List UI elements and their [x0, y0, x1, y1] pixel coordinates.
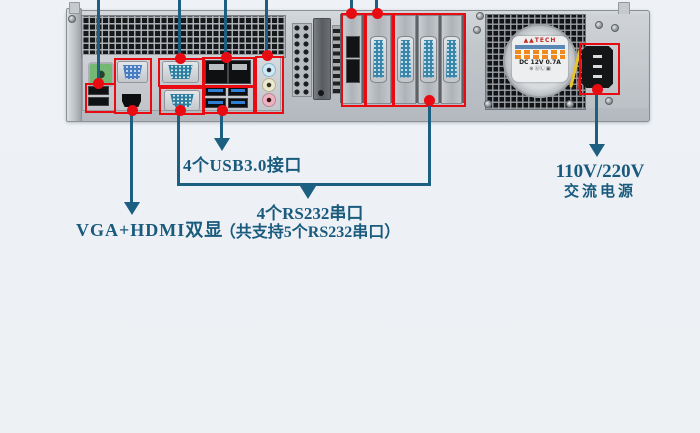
arrow-down-icon — [214, 138, 230, 151]
psu-brand-mark: ▲▲TECH — [523, 37, 557, 44]
callout-dot — [262, 50, 273, 61]
label-stripe — [515, 45, 565, 49]
label-stripe — [515, 55, 565, 59]
lan-port-1 — [205, 60, 228, 84]
db9-connector-icon — [170, 94, 194, 107]
arrow-down-icon — [300, 186, 316, 199]
label-rs232-line2: （共支持5个RS232串口） — [219, 224, 401, 241]
serial-port-bottom — [164, 90, 200, 111]
mic-jack-icon — [262, 93, 276, 107]
annotation-line-power — [595, 90, 598, 146]
callout-box-usb3 — [202, 85, 255, 114]
annotation-line-audio — [265, 0, 268, 56]
usb3-port-icon — [205, 98, 226, 108]
serial-card-db9 — [420, 36, 437, 83]
callout-dot — [217, 105, 228, 116]
callout-dot — [93, 78, 104, 89]
annotation-line-ps2-usb — [97, 0, 100, 84]
displayport-icon — [346, 59, 360, 83]
label-power-line2: 交流电源 — [563, 184, 636, 200]
annotation-line-dp — [350, 0, 353, 14]
arrow-down-icon — [124, 202, 140, 215]
annotation-line-lan — [224, 0, 227, 57]
psu-rating-text: DC 12V 0.7A — [519, 59, 561, 66]
label-usb3: 4个USB3.0接口 — [183, 156, 302, 175]
screw-icon — [68, 15, 76, 23]
vent-grille — [81, 15, 286, 58]
annotation-line-serial-card — [375, 0, 378, 13]
callout-box-serial-cards-group — [393, 13, 466, 107]
line-in-jack-icon — [262, 63, 276, 77]
screw-icon — [611, 24, 619, 32]
serial-card-db9 — [443, 36, 460, 83]
serial-card-db9 — [397, 36, 414, 83]
label-rs232-line1: 4个RS232串口 — [256, 204, 364, 223]
psu-fan-label: ▲▲TECH DC 12V 0.7A ⊕ ⓊⓁ ▣ — [512, 36, 568, 82]
callout-dot — [592, 84, 603, 95]
callout-box-dp-slot — [341, 13, 366, 107]
ac-pin-icon — [593, 55, 602, 58]
callout-dot — [372, 8, 383, 19]
ac-power-inlet — [582, 46, 613, 88]
callout-dot — [346, 8, 357, 19]
annotation-line-serial-top — [178, 0, 181, 58]
usb2-port-icon — [88, 97, 109, 106]
annotation-line-rs232-left — [177, 110, 180, 186]
screw-icon — [595, 21, 603, 29]
screw-icon — [476, 12, 484, 20]
serial-card-db9 — [370, 36, 387, 83]
serial-port-top — [162, 61, 199, 83]
usb3-ports — [205, 86, 248, 108]
screw-icon — [484, 100, 492, 108]
cert-marks: ⊕ ⓊⓁ ▣ — [529, 67, 551, 72]
chassis-top-tab — [69, 2, 80, 14]
callout-dot — [175, 53, 186, 64]
ac-pin-icon — [593, 75, 602, 78]
annotation-line-rs232-right — [428, 101, 431, 186]
callout-dot — [175, 105, 186, 116]
callout-dot — [127, 105, 138, 116]
callout-box-audio — [255, 56, 284, 114]
vga-connector-icon — [122, 65, 143, 79]
arrow-down-icon — [589, 144, 605, 157]
label-stripe — [515, 50, 565, 54]
callout-dot — [424, 95, 435, 106]
annotation-line-usb3 — [220, 110, 223, 140]
screw-icon — [566, 100, 574, 108]
blank-slot-cover — [313, 18, 331, 100]
line-out-jack-icon — [262, 78, 276, 92]
usb3-port-icon — [227, 98, 248, 108]
lan-port-2 — [228, 60, 251, 84]
annotation-line-rs232-horizontal — [177, 183, 431, 186]
label-vga-hdmi: VGA+HDMI双显 — [76, 220, 224, 240]
screw-icon — [605, 97, 613, 105]
db9-connector-icon — [168, 65, 193, 79]
displayport-icon — [346, 36, 360, 58]
ac-pin-icon — [593, 65, 602, 68]
audio-jacks — [256, 57, 281, 111]
hdmi-port — [122, 94, 141, 107]
callout-box-serial-card — [365, 13, 394, 107]
annotation-line-vga-hdmi — [130, 110, 133, 204]
screw-icon — [473, 26, 481, 34]
label-power-line1: 110V/220V — [555, 161, 645, 182]
round-vent-holes — [292, 23, 312, 97]
chassis-left-flange — [66, 8, 82, 122]
vga-port — [117, 61, 148, 83]
callout-dot — [221, 52, 232, 63]
